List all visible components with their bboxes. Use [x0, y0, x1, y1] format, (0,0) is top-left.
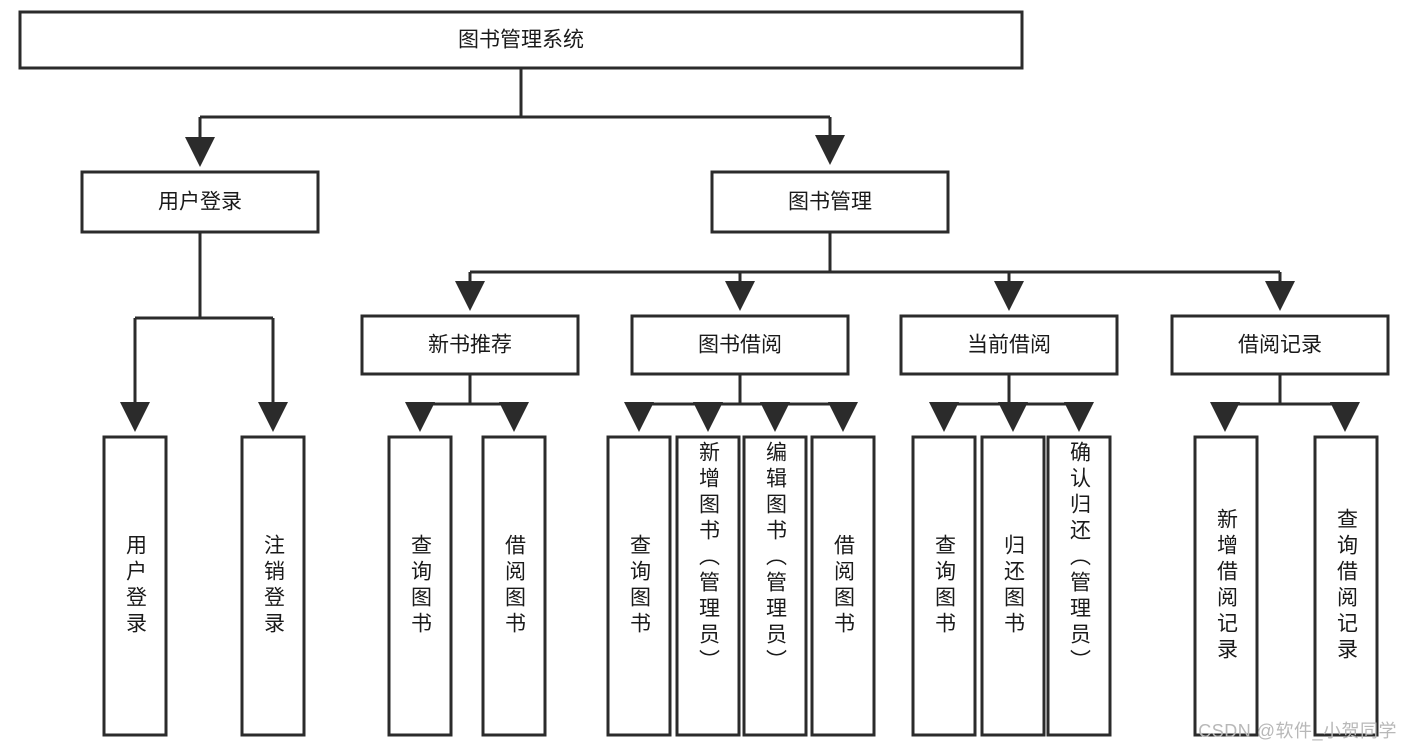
- leaf-node[interactable]: 用户登录: [102, 435, 168, 737]
- node-current-borrow-box[interactable]: [899, 314, 1119, 376]
- node-book-borrow[interactable]: 图书借阅: [630, 314, 850, 376]
- leaf-cb-confirm-return-box[interactable]: [1046, 435, 1112, 737]
- leaf-cb-return-book-box[interactable]: [980, 435, 1046, 737]
- leaf-nbr-query-book-box[interactable]: [387, 435, 453, 737]
- node-root-label: 图书管理系统: [458, 29, 584, 52]
- leaf-user-login-label: 用户登录: [123, 534, 147, 638]
- leaf-node[interactable]: 新增图书（管理员）: [675, 435, 741, 737]
- leaf-nbr-borrow-book-box[interactable]: [481, 435, 547, 737]
- node-new-book-recommend-label: 新书推荐: [428, 334, 512, 357]
- leaf-cb-return-book-label: 归还图书: [1001, 534, 1025, 638]
- node-borrow-record-box[interactable]: [1170, 314, 1390, 376]
- node-book-borrow-label: 图书借阅: [698, 334, 782, 357]
- leaf-logout-label: 注销登录: [261, 534, 285, 638]
- leaf-br-add-record-label: 新增借阅记录: [1214, 508, 1238, 664]
- node-book-borrow-box[interactable]: [630, 314, 850, 376]
- node-root-box[interactable]: [18, 10, 1024, 70]
- leaf-bb-edit-book-label: 编辑图书（管理员）: [763, 441, 787, 675]
- leaf-bb-borrow-book-box[interactable]: [810, 435, 876, 737]
- leaf-bb-edit-book-box[interactable]: [742, 435, 808, 737]
- node-current-borrow-label: 当前借阅: [967, 334, 1051, 357]
- leaf-node[interactable]: 查询图书: [387, 435, 453, 737]
- leaf-nbr-query-book-label: 查询图书: [408, 534, 432, 638]
- leaf-br-add-record-box[interactable]: [1193, 435, 1259, 737]
- leaf-node[interactable]: 查询图书: [911, 435, 977, 737]
- leaf-cb-confirm-return-label: 确认归还（管理员）: [1067, 441, 1091, 675]
- node-borrow-record[interactable]: 借阅记录: [1170, 314, 1390, 376]
- node-borrow-record-label: 借阅记录: [1238, 334, 1322, 357]
- leaf-node[interactable]: 新增借阅记录: [1193, 435, 1259, 737]
- leaf-bb-query-book-box[interactable]: [606, 435, 672, 737]
- leaf-bb-add-book-label: 新增图书（管理员）: [696, 441, 720, 675]
- node-book-management-label: 图书管理: [788, 191, 872, 214]
- leaf-br-query-record-label: 查询借阅记录: [1334, 508, 1358, 664]
- node-book-management[interactable]: 图书管理: [710, 170, 950, 234]
- leaf-node[interactable]: 注销登录: [240, 435, 306, 737]
- leaf-nbr-borrow-book-label: 借阅图书: [502, 534, 526, 638]
- node-user-login-label: 用户登录: [158, 191, 242, 214]
- leaf-node[interactable]: 归还图书: [980, 435, 1046, 737]
- leaf-bb-query-book-label: 查询图书: [627, 534, 651, 638]
- node-book-management-box[interactable]: [710, 170, 950, 234]
- leaf-cb-query-book-box[interactable]: [911, 435, 977, 737]
- leaf-node[interactable]: 编辑图书（管理员）: [742, 435, 808, 737]
- edges-group: [120, 68, 1360, 432]
- node-current-borrow[interactable]: 当前借阅: [899, 314, 1119, 376]
- node-root[interactable]: 图书管理系统: [18, 10, 1024, 70]
- node-new-book-recommend[interactable]: 新书推荐: [360, 314, 580, 376]
- leaf-user-login-box[interactable]: [102, 435, 168, 737]
- leaf-node[interactable]: 借阅图书: [481, 435, 547, 737]
- leaf-node[interactable]: 查询借阅记录: [1313, 435, 1379, 737]
- leaf-node[interactable]: 查询图书: [606, 435, 672, 737]
- leaf-bb-borrow-book-label: 借阅图书: [831, 534, 855, 638]
- csdn-watermark: CSDN @软件_小贺同学: [1198, 721, 1397, 741]
- node-new-book-recommend-box[interactable]: [360, 314, 580, 376]
- leaf-node[interactable]: 确认归还（管理员）: [1046, 435, 1112, 737]
- leaf-br-query-record-box[interactable]: [1313, 435, 1379, 737]
- leaf-logout-box[interactable]: [240, 435, 306, 737]
- leaf-bb-add-book-box[interactable]: [675, 435, 741, 737]
- node-user-login-box[interactable]: [80, 170, 320, 234]
- leaf-node[interactable]: 借阅图书: [810, 435, 876, 737]
- node-user-login[interactable]: 用户登录: [80, 170, 320, 234]
- leaf-cb-query-book-label: 查询图书: [932, 534, 956, 638]
